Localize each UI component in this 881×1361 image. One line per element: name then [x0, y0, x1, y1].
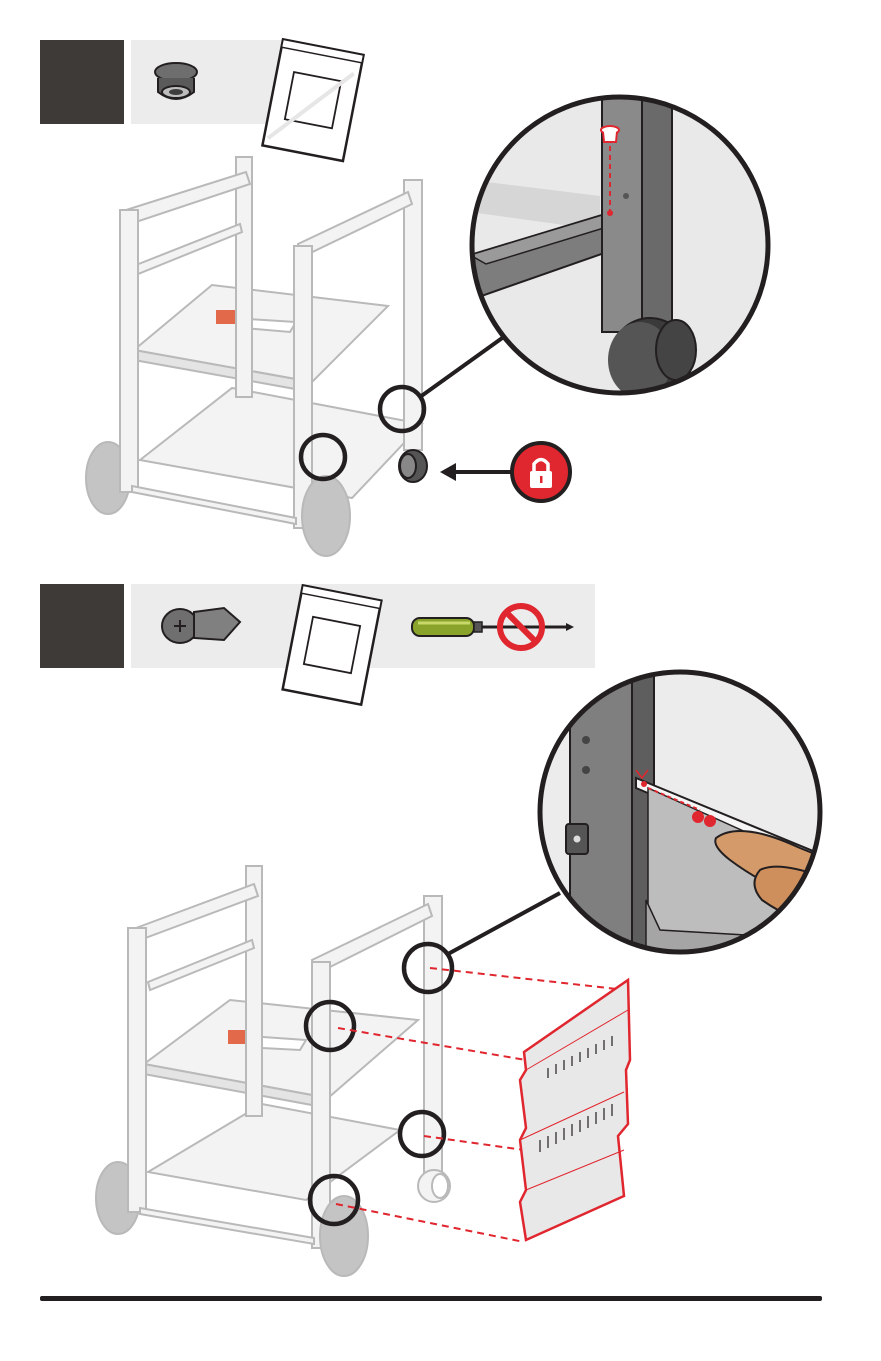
lock-caster-icon	[440, 443, 570, 501]
cart-frame-step-1	[86, 157, 427, 556]
hardware-bag-icon	[262, 39, 363, 161]
back-panel	[520, 980, 630, 1240]
screwdriver-not-required-icon	[412, 606, 574, 648]
cart-frame-step-2	[96, 866, 450, 1276]
push-rivet-icon	[162, 608, 240, 643]
rivet-push-detail	[540, 670, 830, 960]
page-footer-rule	[40, 1296, 822, 1301]
plug-insert-detail	[470, 96, 768, 402]
rubber-plug-icon	[155, 63, 197, 99]
hardware-bag-icon	[283, 585, 382, 704]
